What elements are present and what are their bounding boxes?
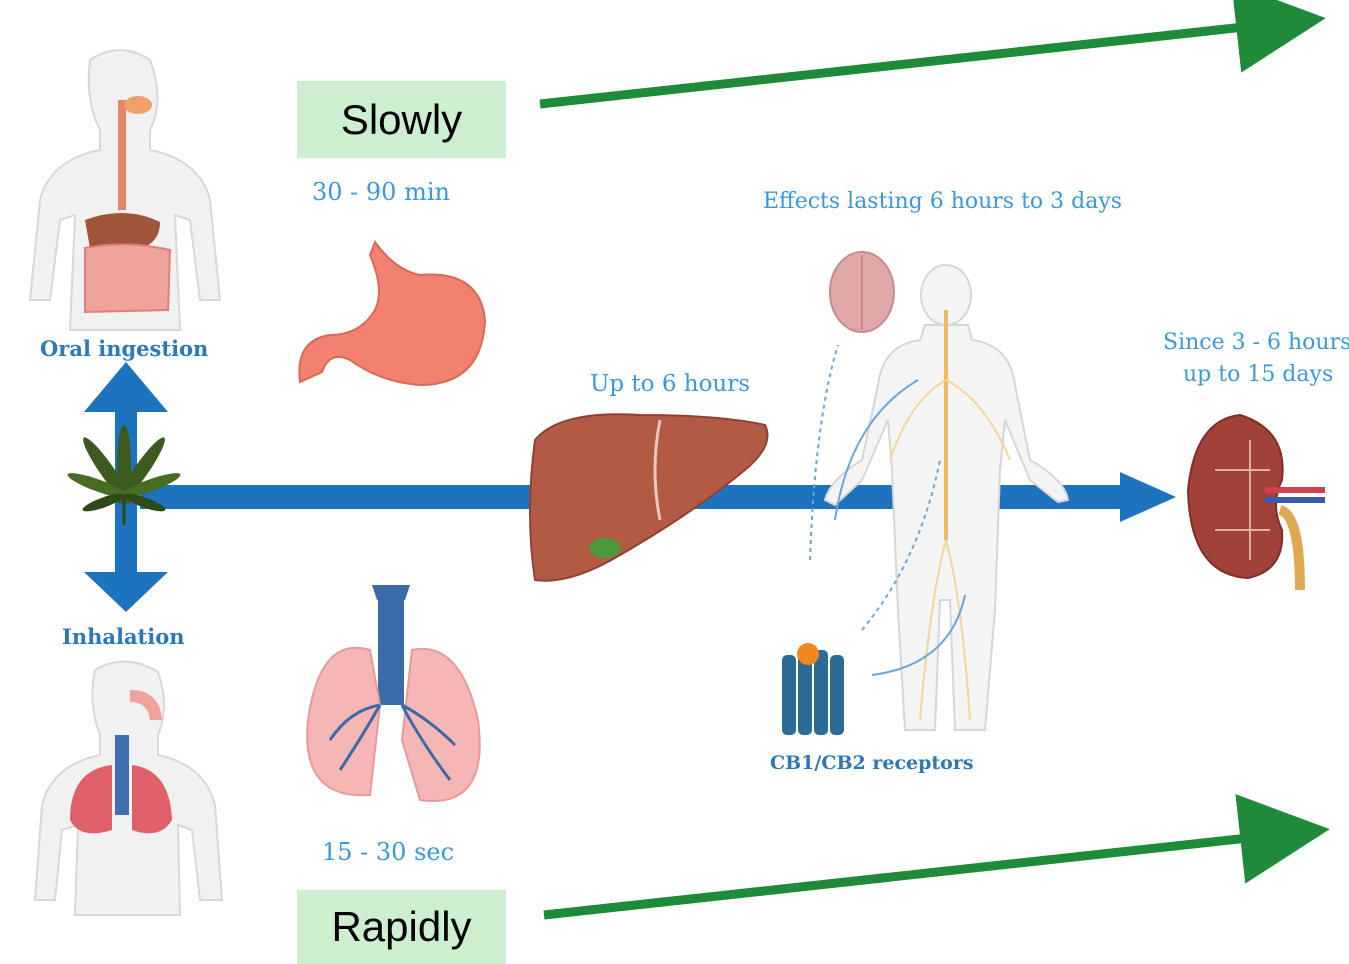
inhalation-label: Inhalation [62, 624, 185, 649]
cb-receptor-illustration [782, 643, 844, 735]
excretion-line2-label: up to 15 days [1183, 362, 1333, 387]
oral-body-figure [30, 50, 220, 330]
rapidly-label: Rapidly [331, 903, 471, 951]
excretion-line1-label: Since 3 - 6 hours [1163, 330, 1349, 355]
oral-ingestion-label: Oral ingestion [40, 336, 208, 361]
receptors-label: CB1/CB2 receptors [770, 752, 974, 774]
rapidly-box: Rapidly [297, 890, 506, 964]
slow-speed-arrow [540, 22, 1290, 104]
effects-duration-label: Effects lasting 6 hours to 3 days [763, 189, 1122, 214]
slowly-box: Slowly [297, 81, 506, 158]
oral-onset-label: 30 - 90 min [312, 178, 450, 206]
liver-time-label: Up to 6 hours [590, 371, 750, 397]
slowly-label: Slowly [341, 96, 462, 144]
stomach-illustration [299, 242, 485, 385]
lungs-illustration [307, 585, 480, 801]
cannabis-leaf-icon [66, 425, 183, 525]
kidney-illustration [1188, 415, 1325, 590]
inhalation-onset-label: 15 - 30 sec [322, 838, 454, 866]
brain-illustration [830, 252, 894, 332]
rapid-speed-arrow [544, 833, 1294, 915]
inhalation-body-figure [35, 661, 222, 915]
